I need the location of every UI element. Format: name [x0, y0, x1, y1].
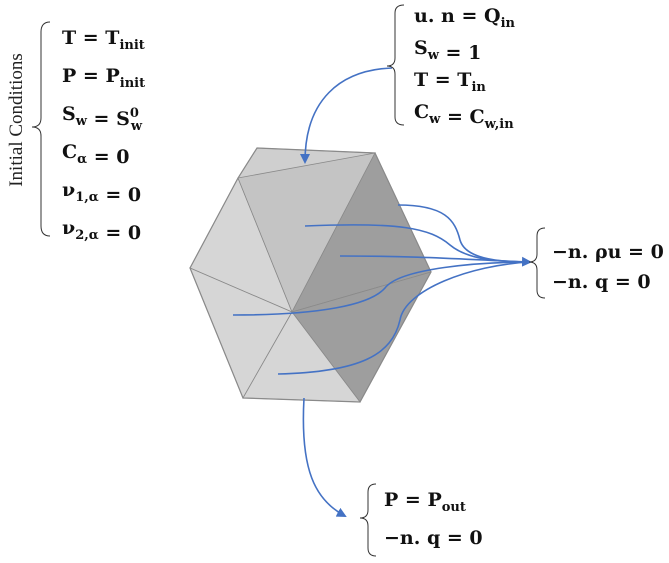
equation: u. n = Qin [414, 5, 516, 31]
inlet-conditions-equations: u. n = Qin Sw = 1 T = Tin Cw = Cw,in [414, 5, 516, 132]
equation: ν1,α = 0 [62, 179, 141, 206]
outlet-conditions-equations: P = Pout −n. q = 0 [384, 489, 483, 549]
side-conditions-equations: −n. ρu = 0 −n. q = 0 [552, 241, 664, 293]
inlet-arrow [300, 67, 393, 164]
hexagonal-domain [189, 147, 432, 403]
equation: Cα = 0 [62, 141, 130, 168]
equation: Cw = Cw,in [414, 101, 514, 132]
equation: ν2,α = 0 [62, 217, 141, 244]
side-conditions-bracket [528, 227, 546, 299]
equation: P = Pinit [62, 65, 145, 91]
inlet-conditions-bracket [386, 4, 405, 126]
flow-arrows [232, 67, 532, 517]
outlet-conditions-bracket [359, 483, 377, 557]
equation: −n. q = 0 [384, 527, 483, 549]
equation: −n. ρu = 0 [552, 241, 664, 263]
flow-line-4 [232, 261, 531, 316]
equation: P = Pout [384, 489, 466, 515]
flow-line-5 [277, 261, 531, 375]
equation: T = Tin [414, 69, 486, 95]
equation: T = Tinit [62, 27, 145, 53]
equation: Sw = 1 [414, 37, 481, 64]
initial-conditions-bracket [31, 21, 51, 237]
domain-outline [189, 147, 432, 403]
flow-line-3 [339, 255, 532, 267]
equation: −n. q = 0 [552, 271, 651, 293]
outlet-arrow [302, 397, 347, 517]
condition-brackets [31, 4, 546, 557]
initial-conditions-label: Initial Conditions [6, 53, 27, 187]
